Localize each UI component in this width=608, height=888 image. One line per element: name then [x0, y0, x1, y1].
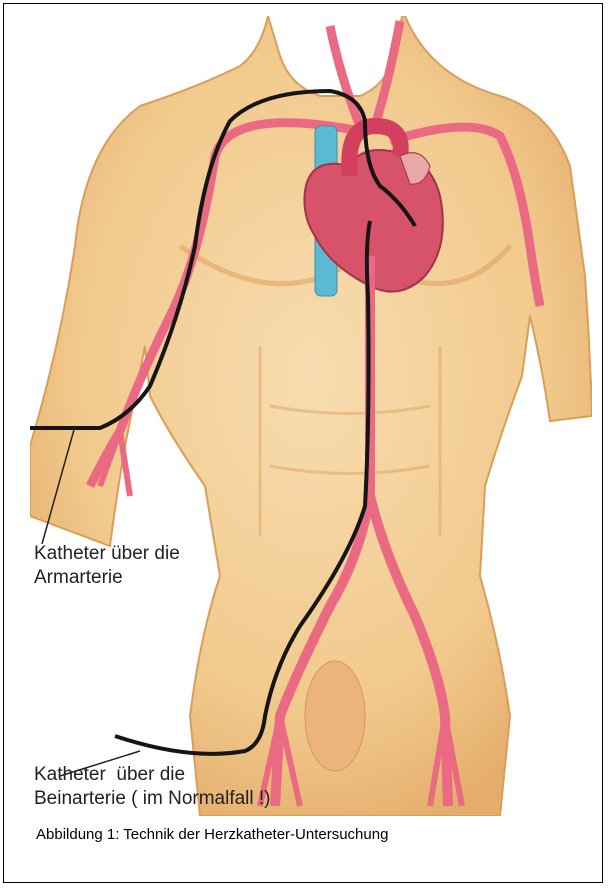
label-arm-catheter: Katheter über die Armarterie	[34, 542, 180, 590]
anatomy-illustration	[30, 16, 592, 816]
genital-area	[305, 661, 365, 771]
figure-caption: Abbildung 1: Technik der Herzkatheter-Un…	[36, 826, 388, 843]
label-arm-line1: Katheter über die	[34, 542, 180, 566]
label-leg-line2: Beinarterie ( im Normalfall !)	[34, 787, 271, 811]
label-leg-line1: Katheter über die	[34, 763, 271, 787]
label-leg-catheter: Katheter über die Beinarterie ( im Norma…	[34, 763, 271, 811]
label-arm-line2: Armarterie	[34, 566, 180, 590]
